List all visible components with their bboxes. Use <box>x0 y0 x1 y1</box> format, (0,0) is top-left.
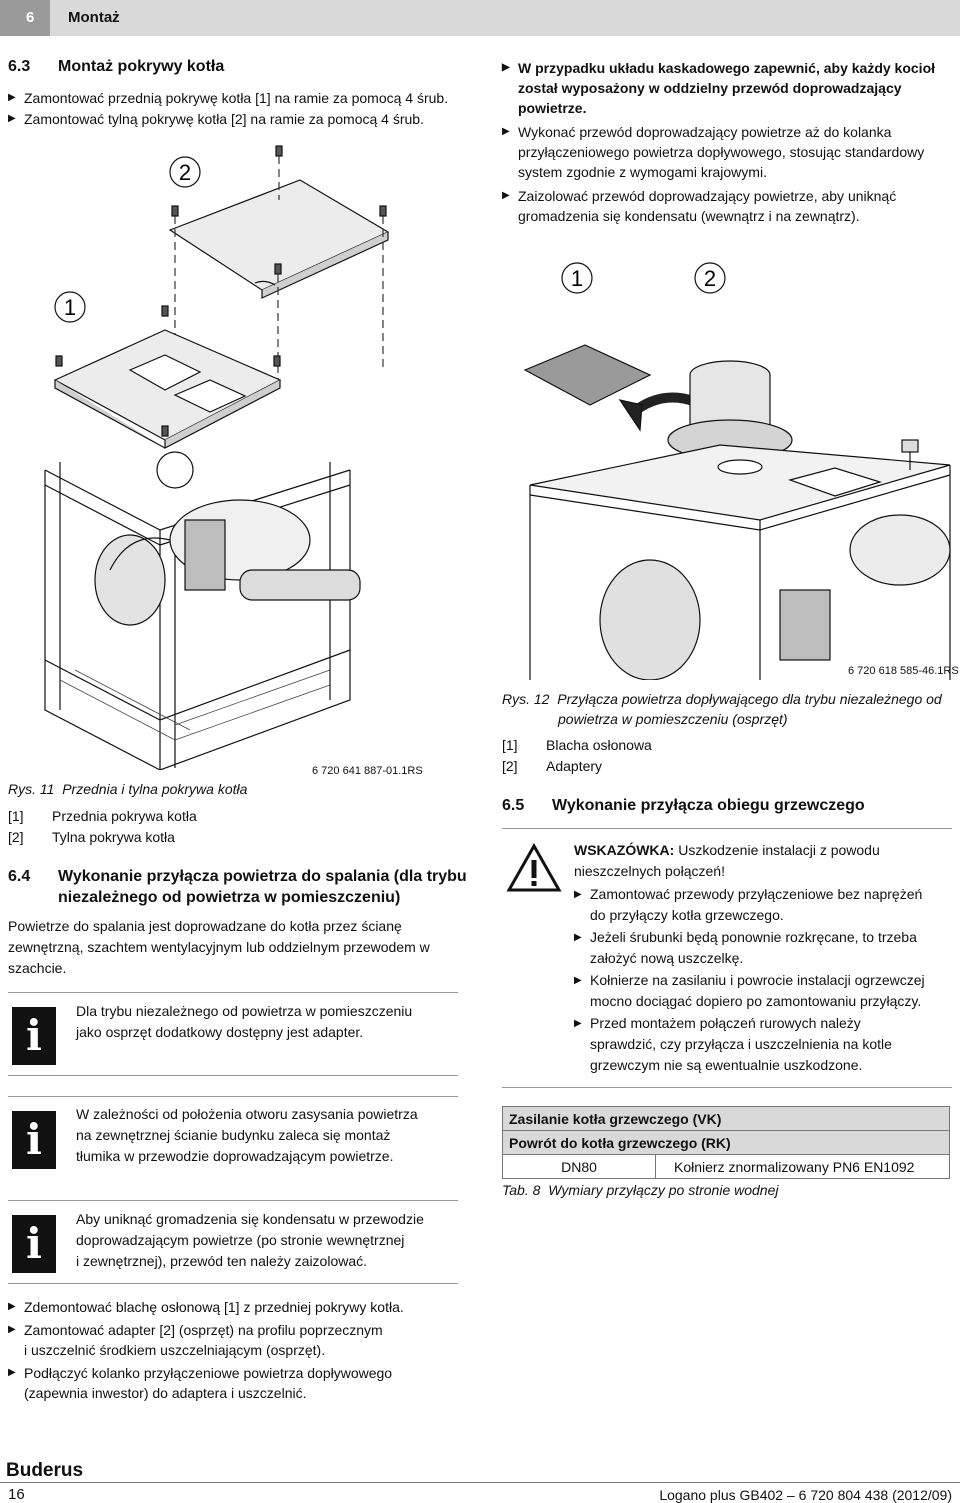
step-insulate-duct: Zaizolować przewód doprowadzający powiet… <box>502 186 896 226</box>
table-8-caption: Tab. 8 Wymiary przyłączy po stronie wodn… <box>502 1182 779 1198</box>
legend-item: [1]Blacha osłonowa <box>502 737 652 753</box>
legend-item: [2]Tylna pokrywa kotła <box>8 829 175 845</box>
figure-12-code: 6 720 618 585-46.1RS <box>848 665 959 677</box>
warning-triangle-icon <box>506 843 562 892</box>
info-box-silencer: i W zależności od położenia otworu zasys… <box>8 1096 458 1185</box>
table-header: Zasilanie kotła grzewczego (VK) <box>502 1106 950 1131</box>
page-number: 16 <box>8 1486 25 1503</box>
warning-step: Zamontować przewody przyłączeniowe bez n… <box>574 884 922 926</box>
boiler-cover-figure: 2 1 <box>44 145 390 770</box>
table-header: Powrót do kotła grzewczego (RK) <box>502 1130 950 1155</box>
figure-11-caption: Rys. 11 Przednia i tylna pokrywa kotła <box>8 781 248 797</box>
warning-step: Przed montażem połączeń rurowych należys… <box>574 1013 892 1076</box>
step-air-duct: Wykonać przewód doprowadzający powietrze… <box>502 122 924 182</box>
legend-item: [2]Adaptery <box>502 758 603 774</box>
step-mount-adapter: Zamontować adapter [2] (osprzęt) na prof… <box>8 1320 383 1360</box>
callout-2-fig12: 2 <box>704 266 716 291</box>
info-icon: i <box>12 1111 56 1169</box>
figure-11-code: 6 720 641 887-01.1RS <box>312 765 423 777</box>
info-icon: i <box>12 1007 56 1065</box>
document-reference: Logano plus GB402 – 6 720 804 438 (2012/… <box>659 1487 952 1503</box>
legend-item: [1]Przednia pokrywa kotła <box>8 808 197 824</box>
step-cascade: W przypadku układu kaskadowego zapewnić,… <box>502 58 935 118</box>
figure-12-caption: Rys. 12 Przyłącza powietrza dopływająceg… <box>502 691 942 727</box>
step-remove-shield: Zdemontować blachę osłonową [1] z przedn… <box>8 1297 404 1317</box>
section-6-4-paragraph: Powietrze do spalania jest doprowadzane … <box>8 918 430 976</box>
callout-1-fig12: 1 <box>571 266 583 291</box>
callout-1-fig11: 1 <box>64 295 76 320</box>
step-rear-cover: Zamontować tylną pokrywę kotła [2] na ra… <box>8 109 424 129</box>
info-box-adapter: i Dla trybu niezależnego od powietrza w … <box>8 992 458 1076</box>
chapter-header-bar <box>0 0 960 36</box>
chapter-title: Montaż <box>68 9 120 26</box>
info-box-condensate: i Aby uniknąć gromadzenia się kondensatu… <box>8 1200 458 1284</box>
callout-2-fig11: 2 <box>179 160 191 185</box>
chapter-number: 6 <box>0 0 50 36</box>
info-icon: i <box>12 1215 56 1273</box>
warning-step: Jeżeli śrubunki będą ponownie rozkręcane… <box>574 927 917 969</box>
warning-step: Kołnierze na zasilaniu i powrocie instal… <box>574 970 925 1012</box>
connection-dimensions-table: Zasilanie kotła grzewczego (VK) Powrót d… <box>502 1106 950 1179</box>
table-row: DN80 Kołnierz znormalizowany PN6 EN1092 <box>502 1154 950 1179</box>
figure-11-legend: [1]Przednia pokrywa kotła [2]Tylna pokry… <box>8 806 197 848</box>
step-front-cover: Zamontować przednią pokrywę kotła [1] na… <box>8 88 448 108</box>
step-connect-elbow: Podłączyć kolanko przyłączeniowe powietr… <box>8 1363 392 1403</box>
buderus-logo: Buderus <box>6 1460 84 1481</box>
air-adapter-figure: 1 2 <box>523 262 951 680</box>
warning-box: WSKAZÓWKA: Uszkodzenie instalacji z powo… <box>502 828 952 1088</box>
footer-rule <box>0 1482 960 1483</box>
figure-12-legend: [1]Blacha osłonowa [2]Adaptery <box>502 735 652 777</box>
